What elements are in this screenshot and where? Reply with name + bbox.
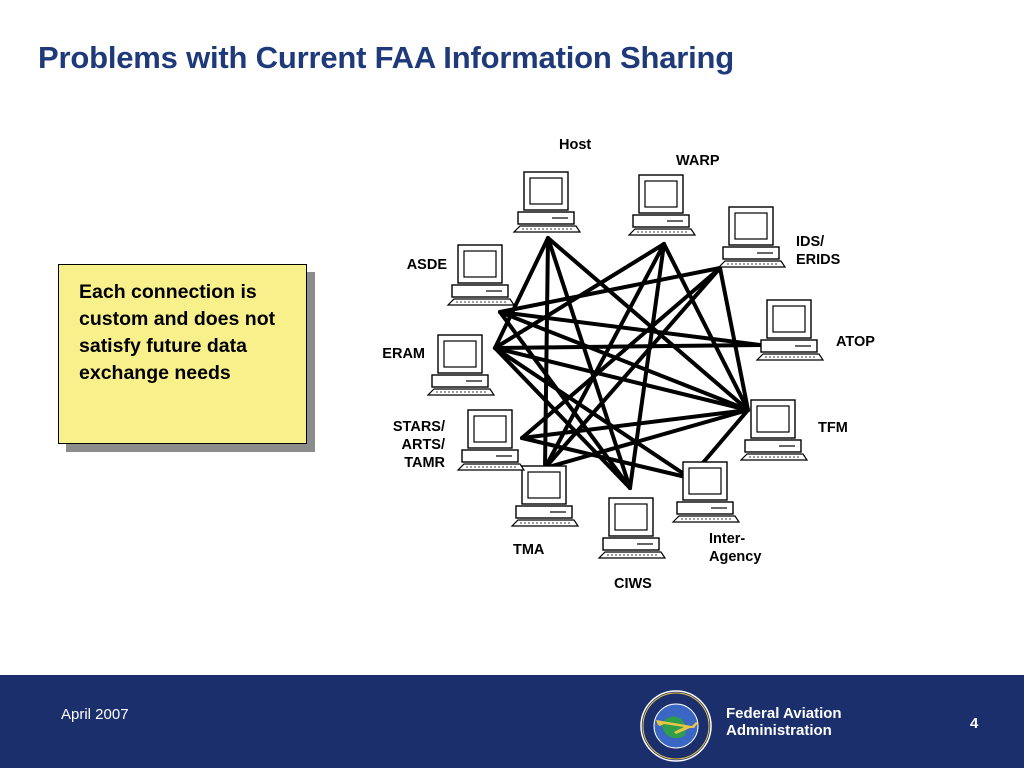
- connection-line-ids-tma: [543, 266, 722, 470]
- callout-box: Each connection is custom and does not s…: [58, 264, 307, 444]
- connection-line-warp-ciws: [628, 242, 666, 490]
- desktop-computer-icon: [597, 497, 667, 559]
- footer-org-line1: Federal Aviation: [726, 705, 842, 722]
- nodes-layer: [426, 171, 825, 559]
- node-label-ciws: CIWS: [614, 576, 652, 592]
- connection-line-stars-interagency: [520, 436, 692, 480]
- desktop-computer-icon: [456, 409, 526, 471]
- connection-line-eram-interagency: [493, 346, 692, 480]
- node-label-asde: ASDE: [407, 257, 448, 273]
- desktop-computer-icon: [755, 299, 825, 361]
- desktop-computer-icon: [671, 461, 741, 523]
- node-label-atop: ATOP: [836, 334, 875, 350]
- desktop-computer-icon: [739, 399, 809, 461]
- desktop-computer-icon: [512, 171, 582, 233]
- connection-line-ids-stars: [520, 266, 722, 440]
- connections-layer: [493, 236, 762, 490]
- desktop-computer-icon: [717, 206, 787, 268]
- connection-line-stars-tfm: [520, 408, 750, 440]
- footer-bar: April 2007 Federal Aviation Administrati…: [0, 675, 1024, 768]
- footer-org-line2: Administration: [726, 722, 832, 739]
- footer-date: April 2007: [61, 706, 129, 723]
- connection-line-atop-eram: [493, 343, 762, 350]
- footer-organization: Federal Aviation Administration: [726, 705, 842, 739]
- connection-line-ids-asde: [498, 266, 722, 314]
- connection-line-ids-tfm: [718, 266, 750, 412]
- node-label-ids: IDS/ERIDS: [796, 234, 841, 268]
- connection-line-host-tfm: [546, 236, 750, 412]
- desktop-computer-icon: [446, 244, 516, 306]
- connection-line-atop-asde: [498, 310, 762, 347]
- page-number: 4: [970, 715, 979, 732]
- connection-line-warp-tfm: [662, 242, 750, 412]
- node-label-tma: TMA: [513, 542, 545, 558]
- desktop-computer-icon: [627, 174, 697, 236]
- node-label-interagency: Inter-Agency: [709, 531, 761, 565]
- node-label-tfm: TFM: [818, 420, 848, 436]
- desktop-computer-icon: [426, 334, 496, 396]
- slide-title: Problems with Current FAA Information Sh…: [38, 40, 735, 75]
- desktop-computer-icon: [510, 465, 580, 527]
- node-label-warp: WARP: [676, 153, 720, 169]
- connection-line-host-tma: [543, 236, 550, 470]
- node-label-host: Host: [559, 137, 591, 153]
- connection-line-eram-tfm: [493, 346, 750, 412]
- node-label-stars: STARS/ARTS/TAMR: [393, 419, 446, 471]
- connection-line-tma-tfm: [543, 408, 750, 470]
- node-label-eram: ERAM: [382, 346, 425, 362]
- faa-seal-icon: [640, 690, 712, 762]
- connection-line-asde-tfm: [498, 310, 750, 412]
- connection-line-host-eram: [493, 236, 550, 350]
- connection-line-eram-ciws: [493, 346, 632, 490]
- callout-text: Each connection is custom and does not s…: [79, 281, 276, 384]
